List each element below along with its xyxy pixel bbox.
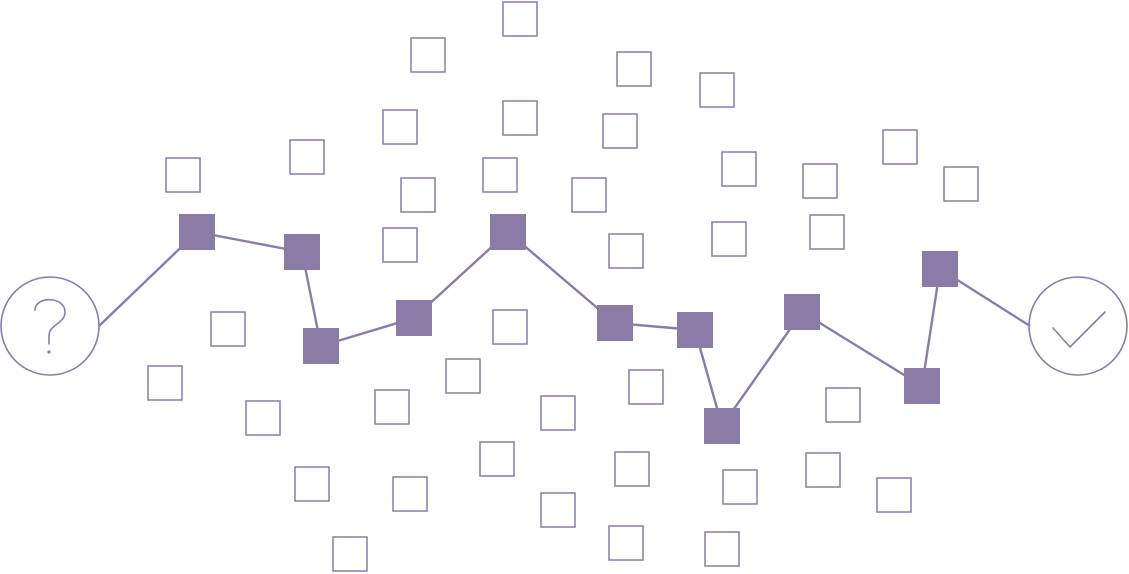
scatter-node [502,100,538,136]
scatter-node [882,129,918,165]
scatter-node [876,477,912,513]
scatter-node [479,441,515,477]
scatter-nodes [147,1,979,572]
scatter-node [374,389,410,425]
scatter-node [245,400,281,436]
scatter-node [721,151,757,187]
scatter-node [492,309,528,345]
path-node [704,408,740,444]
scatter-node [445,358,481,394]
scatter-node [289,139,325,175]
scatter-node [614,451,650,487]
path-node [904,368,940,404]
path-node [677,312,713,348]
scatter-node [943,166,979,202]
scatter-node [805,452,841,488]
scatter-node [722,469,758,505]
end-node [1028,276,1128,376]
path-node [284,234,320,270]
scatter-node [704,531,740,567]
scatter-node [392,476,428,512]
scatter-node [382,227,418,263]
scatter-node [616,51,652,87]
scatter-node [332,536,368,572]
path-edge [721,311,803,427]
scatter-node [540,395,576,431]
path-node [303,328,339,364]
path-node [922,251,958,287]
scatter-node [294,466,330,502]
scatter-node [809,214,845,250]
path-node [396,300,432,336]
scatter-node [608,233,644,269]
start-circle [0,276,100,376]
scatter-node [165,157,201,193]
scatter-node [571,177,607,213]
scatter-node [540,492,576,528]
scatter-node [825,387,861,423]
scatter-node [400,177,436,213]
scatter-node [602,113,638,149]
scatter-node [410,37,446,73]
end-circle [1028,276,1128,376]
scatter-node [210,311,246,347]
path-node [490,214,526,250]
start-node [0,276,100,376]
scatter-node [802,163,838,199]
path-edge [801,310,923,388]
scatter-node [482,157,518,193]
path-edge [920,268,942,387]
scatter-node [382,109,418,145]
scatter-node [608,525,644,561]
scatter-node [502,1,538,37]
checkmark-icon [1052,311,1106,348]
scatter-node [147,365,183,401]
path-node [597,305,633,341]
path-node [784,294,820,330]
path-node [179,214,215,250]
path-edges [98,230,1031,427]
scatter-node [699,72,735,108]
path-nodes [179,214,958,444]
question-mark-icon [34,298,66,354]
scatter-node [711,221,747,257]
scatter-node [628,369,664,405]
